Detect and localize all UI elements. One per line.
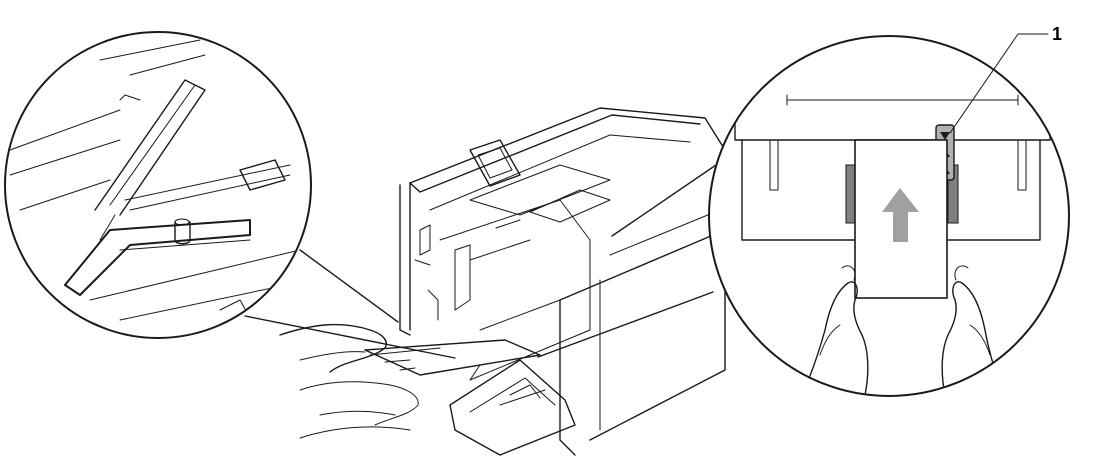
printer	[279, 107, 726, 456]
left-leader-line	[299, 249, 399, 323]
right-leader-line	[537, 291, 714, 358]
left-detail-circle	[4, 31, 456, 359]
right-detail-circle	[537, 35, 1070, 397]
callout-number: 1	[1052, 24, 1062, 44]
callout-1: 1	[949, 24, 1062, 134]
right-leader-line-2	[611, 164, 717, 237]
triangle-down-icon	[940, 132, 950, 140]
up-arrow-icon	[882, 188, 919, 242]
left-leader-line-2	[244, 315, 456, 359]
